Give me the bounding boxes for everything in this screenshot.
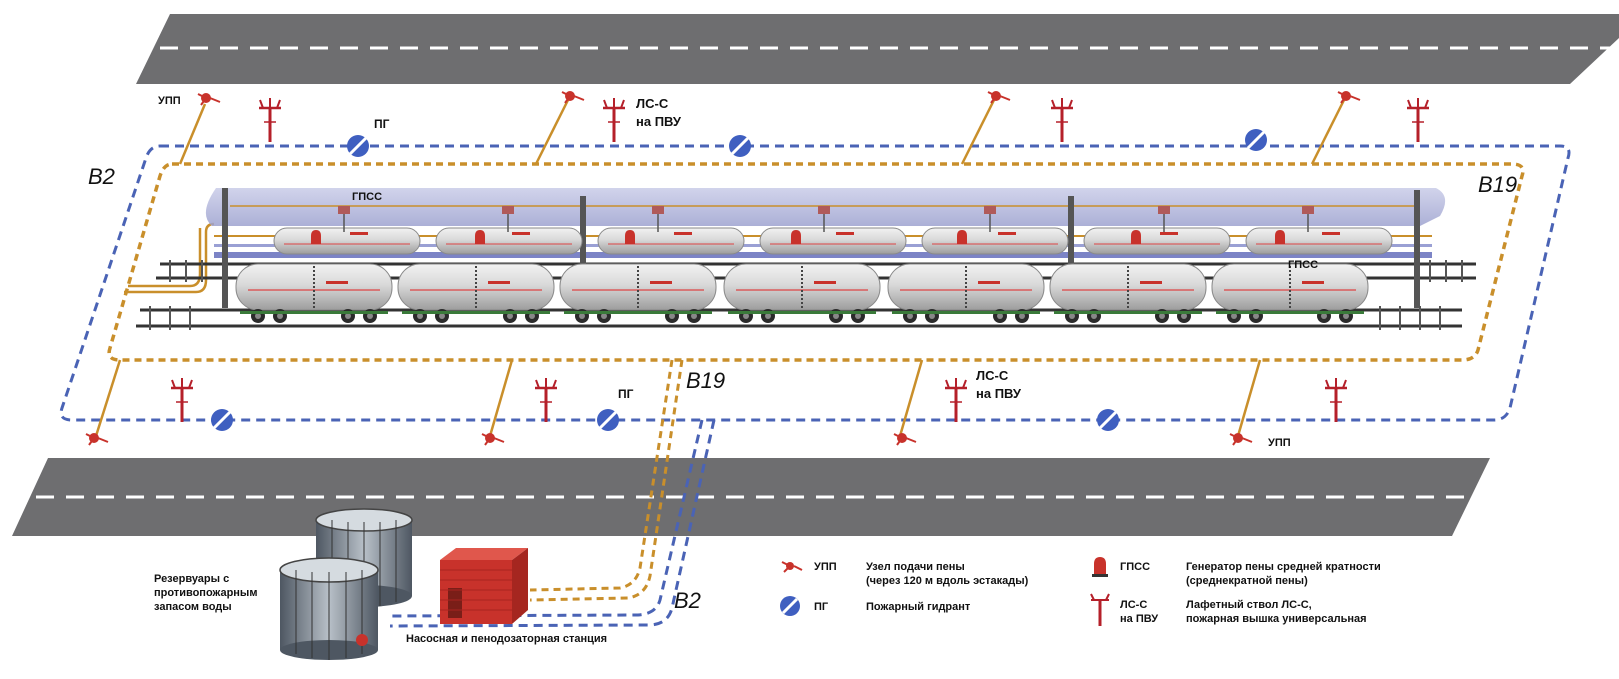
reservoirs-label-1: Резервуары с <box>154 573 229 585</box>
b2-label-left: B2 <box>88 164 115 189</box>
fire-monitor-tower <box>1407 98 1429 142</box>
reservoirs-label-2: противопожарным <box>154 587 257 599</box>
fire-monitor-tower <box>1325 378 1347 422</box>
fire-monitor-tower <box>535 378 557 422</box>
legend-item-upp: УПП Узел подачи пены (через 120 м вдоль … <box>781 561 1029 587</box>
pump-station-building <box>440 548 528 624</box>
legend-upp-text-2: (через 120 м вдоль эстакады) <box>866 575 1029 587</box>
fire-hydrant <box>347 135 369 157</box>
legend-lss-code-2: на ПВУ <box>1120 613 1158 625</box>
legend-gpss-code: ГПСС <box>1120 561 1150 573</box>
tank-car-lower <box>1211 263 1369 323</box>
lss-label-top-2: на ПВУ <box>636 114 682 129</box>
gpss-label-top: ГПСС <box>352 191 382 203</box>
water-ring-main-b2 <box>59 144 1571 422</box>
tank-car-upper <box>273 227 421 255</box>
tank-car-lower <box>887 263 1045 323</box>
legend-pg-text: Пожарный гидрант <box>866 601 971 613</box>
legend-pg-code: ПГ <box>814 601 829 613</box>
foam-generator <box>475 206 514 244</box>
fire-monitor-tower <box>171 378 193 422</box>
b19-label-right: B19 <box>1478 172 1517 197</box>
tank-car-upper <box>435 227 583 255</box>
tank-car-upper <box>759 227 907 255</box>
gpss-label-mid: ГПСС <box>1288 259 1318 271</box>
legend-gpss-text-1: Генератор пены средней кратности <box>1186 561 1381 573</box>
lower-tank-row <box>235 263 1369 323</box>
feeder-lines <box>389 359 716 628</box>
foam-generator <box>1131 206 1170 244</box>
foam-generator <box>791 206 830 244</box>
b2-label-bottom: B2 <box>674 588 701 613</box>
legend-lss-text-2: пожарная вышка универсальная <box>1186 613 1367 625</box>
reservoirs-label-3: запасом воды <box>154 601 232 613</box>
legend-item-lss: ЛС-С на ПВУ Лафетный ствол ЛС-С, пожарна… <box>1090 593 1367 626</box>
fire-hydrant <box>729 135 751 157</box>
reservoir-front <box>279 557 379 660</box>
foam-generator <box>625 206 664 244</box>
pg-label-top: ПГ <box>374 117 390 131</box>
water-reservoirs <box>279 508 413 660</box>
foam-feed-node <box>85 433 109 446</box>
foam-feed-node <box>893 433 917 446</box>
upp-label-bottom: УПП <box>1268 437 1291 449</box>
fire-monitor-tower-icon <box>1090 593 1110 626</box>
tank-car-lower <box>1049 263 1207 323</box>
tank-car-upper <box>921 227 1069 255</box>
lss-label-top-1: ЛС-С <box>636 96 669 111</box>
legend-lss-text-1: Лафетный ствол ЛС-С, <box>1186 599 1312 611</box>
foam-feed-node <box>987 91 1011 104</box>
foam-generator <box>1275 206 1314 244</box>
foam-generator-icon <box>1092 557 1108 577</box>
top-road <box>136 14 1619 84</box>
lss-label-bottom-1: ЛС-С <box>976 368 1009 383</box>
upper-tank-row <box>273 227 1393 255</box>
fire-monitor-tower <box>945 378 967 422</box>
foam-feed-node <box>197 93 221 106</box>
legend-gpss-text-2: (среднекратной пены) <box>1186 575 1308 587</box>
fire-hydrant-icon <box>780 596 800 616</box>
foam-generator <box>957 206 996 244</box>
tank-car-lower <box>559 263 717 323</box>
tank-car-lower <box>397 263 555 323</box>
legend-upp-text-1: Узел подачи пены <box>866 561 965 573</box>
foam-feed-node <box>1337 91 1361 104</box>
fire-monitor-towers <box>171 98 1429 422</box>
tank-car-upper <box>1083 227 1231 255</box>
fire-hydrant <box>211 409 233 431</box>
legend-lss-code-1: ЛС-С <box>1120 599 1147 611</box>
bottom-road <box>12 458 1490 536</box>
legend-upp-code: УПП <box>814 561 837 573</box>
foam-feed-node <box>1229 433 1253 446</box>
fire-monitor-tower <box>1051 98 1073 142</box>
fire-hydrants <box>211 129 1267 431</box>
legend-item-pg: ПГ Пожарный гидрант <box>780 596 971 616</box>
legend-item-gpss: ГПСС Генератор пены средней кратности (с… <box>1092 557 1381 587</box>
upp-label-top: УПП <box>158 95 181 107</box>
fire-hydrant <box>597 409 619 431</box>
foam-connectors <box>94 99 1346 437</box>
pump-station-label: Насосная и пенодозаторная станция <box>406 633 607 645</box>
foam-generator <box>311 206 350 244</box>
foam-feed-node <box>561 91 585 104</box>
lss-label-bottom-2: на ПВУ <box>976 386 1022 401</box>
foam-feed-node <box>481 433 505 446</box>
fire-monitor-tower <box>603 98 625 142</box>
foam-feed-node-icon <box>781 561 803 573</box>
tank-car-upper <box>1245 227 1393 255</box>
tank-car-upper <box>597 227 745 255</box>
fire-monitor-tower <box>259 98 281 142</box>
b19-label-center: B19 <box>686 368 725 393</box>
tank-car-lower <box>723 263 881 323</box>
foam-generators <box>311 206 1314 244</box>
fire-hydrant <box>1245 129 1267 151</box>
legend: УПП Узел подачи пены (через 120 м вдоль … <box>780 557 1381 626</box>
tank-car-lower <box>235 263 393 323</box>
fire-hydrant <box>1097 409 1119 431</box>
pg-label-bottom: ПГ <box>618 387 634 401</box>
foam-feed-nodes <box>85 91 1361 446</box>
